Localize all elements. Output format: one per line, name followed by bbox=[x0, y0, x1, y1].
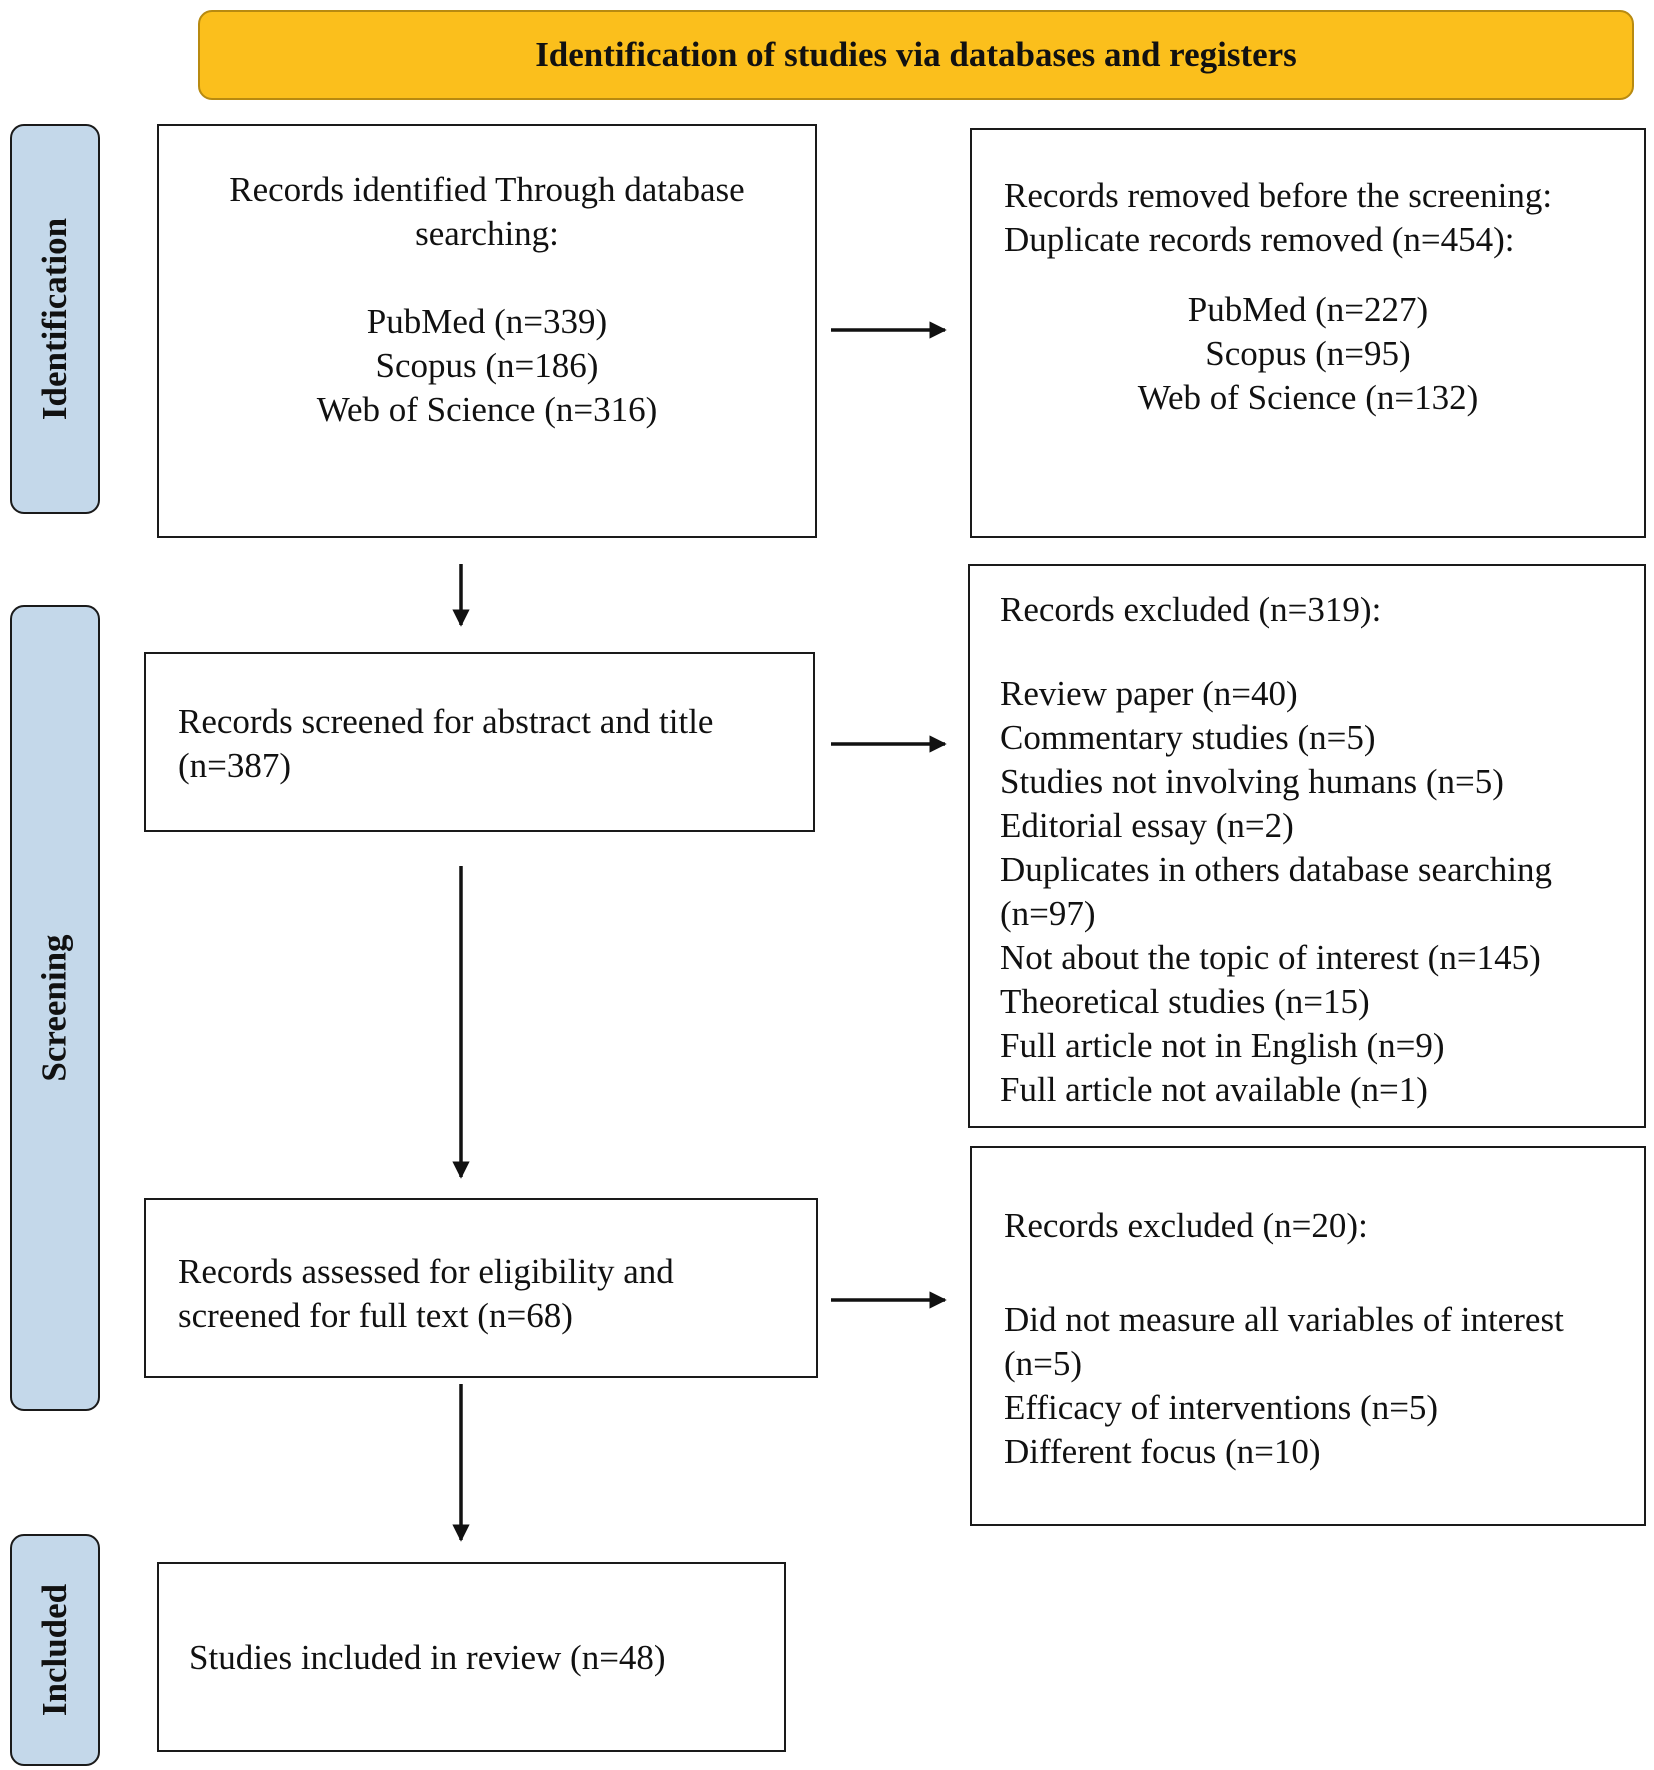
phase-identification: Identification bbox=[10, 124, 100, 514]
header-title: Identification of studies via databases … bbox=[535, 35, 1297, 74]
text-line: Theoretical studies (n=15) bbox=[1000, 982, 1370, 1021]
text-line: (n=387) bbox=[178, 746, 292, 785]
studies-included-box: Studies included in review (n=48) bbox=[157, 1562, 786, 1752]
text-line: (n=5) bbox=[1004, 1344, 1083, 1383]
text-line: Not about the topic of interest (n=145) bbox=[1000, 938, 1541, 977]
text-line: Records removed before the screening: bbox=[1004, 176, 1553, 215]
records-excluded-box-1: Records excluded (n=319): Review paper (… bbox=[968, 564, 1646, 1128]
text-line: Scopus (n=186) bbox=[375, 346, 599, 385]
text-line: Duplicates in others database searching bbox=[1000, 850, 1553, 889]
text-line: screened for full text (n=68) bbox=[178, 1296, 573, 1335]
text-line: Commentary studies (n=5) bbox=[1000, 718, 1376, 757]
text-line: Editorial essay (n=2) bbox=[1000, 806, 1294, 845]
text-line: Full article not available (n=1) bbox=[1000, 1070, 1428, 1109]
text-line: Different focus (n=10) bbox=[1004, 1432, 1321, 1471]
records-removed-box: Records removed before the screening: Du… bbox=[970, 128, 1646, 538]
records-identified-box: Records identified Through database sear… bbox=[157, 124, 817, 538]
text-line: Duplicate records removed (n=454): bbox=[1004, 220, 1515, 259]
text-line: Records screened for abstract and title bbox=[178, 702, 714, 741]
header-banner: Identification of studies via databases … bbox=[198, 10, 1634, 100]
text-line: Web of Science (n=132) bbox=[1137, 378, 1479, 417]
phase-included: Included bbox=[10, 1534, 100, 1766]
text-line: Records excluded (n=319): bbox=[1000, 590, 1382, 629]
text-line: searching: bbox=[415, 214, 559, 253]
text-line: PubMed (n=227) bbox=[1187, 290, 1429, 329]
text-line: Records assessed for eligibility and bbox=[178, 1252, 674, 1291]
records-assessed-box: Records assessed for eligibility and scr… bbox=[144, 1198, 818, 1378]
records-excluded-box-2: Records excluded (n=20): Did not measure… bbox=[970, 1146, 1646, 1526]
text-line: Records excluded (n=20): bbox=[1004, 1206, 1368, 1245]
text-line: (n=97) bbox=[1000, 894, 1096, 933]
phase-screening: Screening bbox=[10, 605, 100, 1411]
records-screened-box: Records screened for abstract and title … bbox=[144, 652, 815, 832]
text-line: Studies included in review (n=48) bbox=[189, 1638, 666, 1677]
text-line: Did not measure all variables of interes… bbox=[1004, 1300, 1564, 1339]
text-line: Records identified Through database bbox=[229, 170, 745, 209]
text-line: Review paper (n=40) bbox=[1000, 674, 1298, 713]
text-line: Studies not involving humans (n=5) bbox=[1000, 762, 1504, 801]
text-line: Scopus (n=95) bbox=[1205, 334, 1411, 373]
text-line: Full article not in English (n=9) bbox=[1000, 1026, 1445, 1065]
text-line: Web of Science (n=316) bbox=[316, 390, 658, 429]
text-line: Efficacy of interventions (n=5) bbox=[1004, 1388, 1439, 1427]
text-line: PubMed (n=339) bbox=[366, 302, 608, 341]
removed-items: PubMed (n=227) Scopus (n=95) Web of Scie… bbox=[972, 288, 1644, 420]
